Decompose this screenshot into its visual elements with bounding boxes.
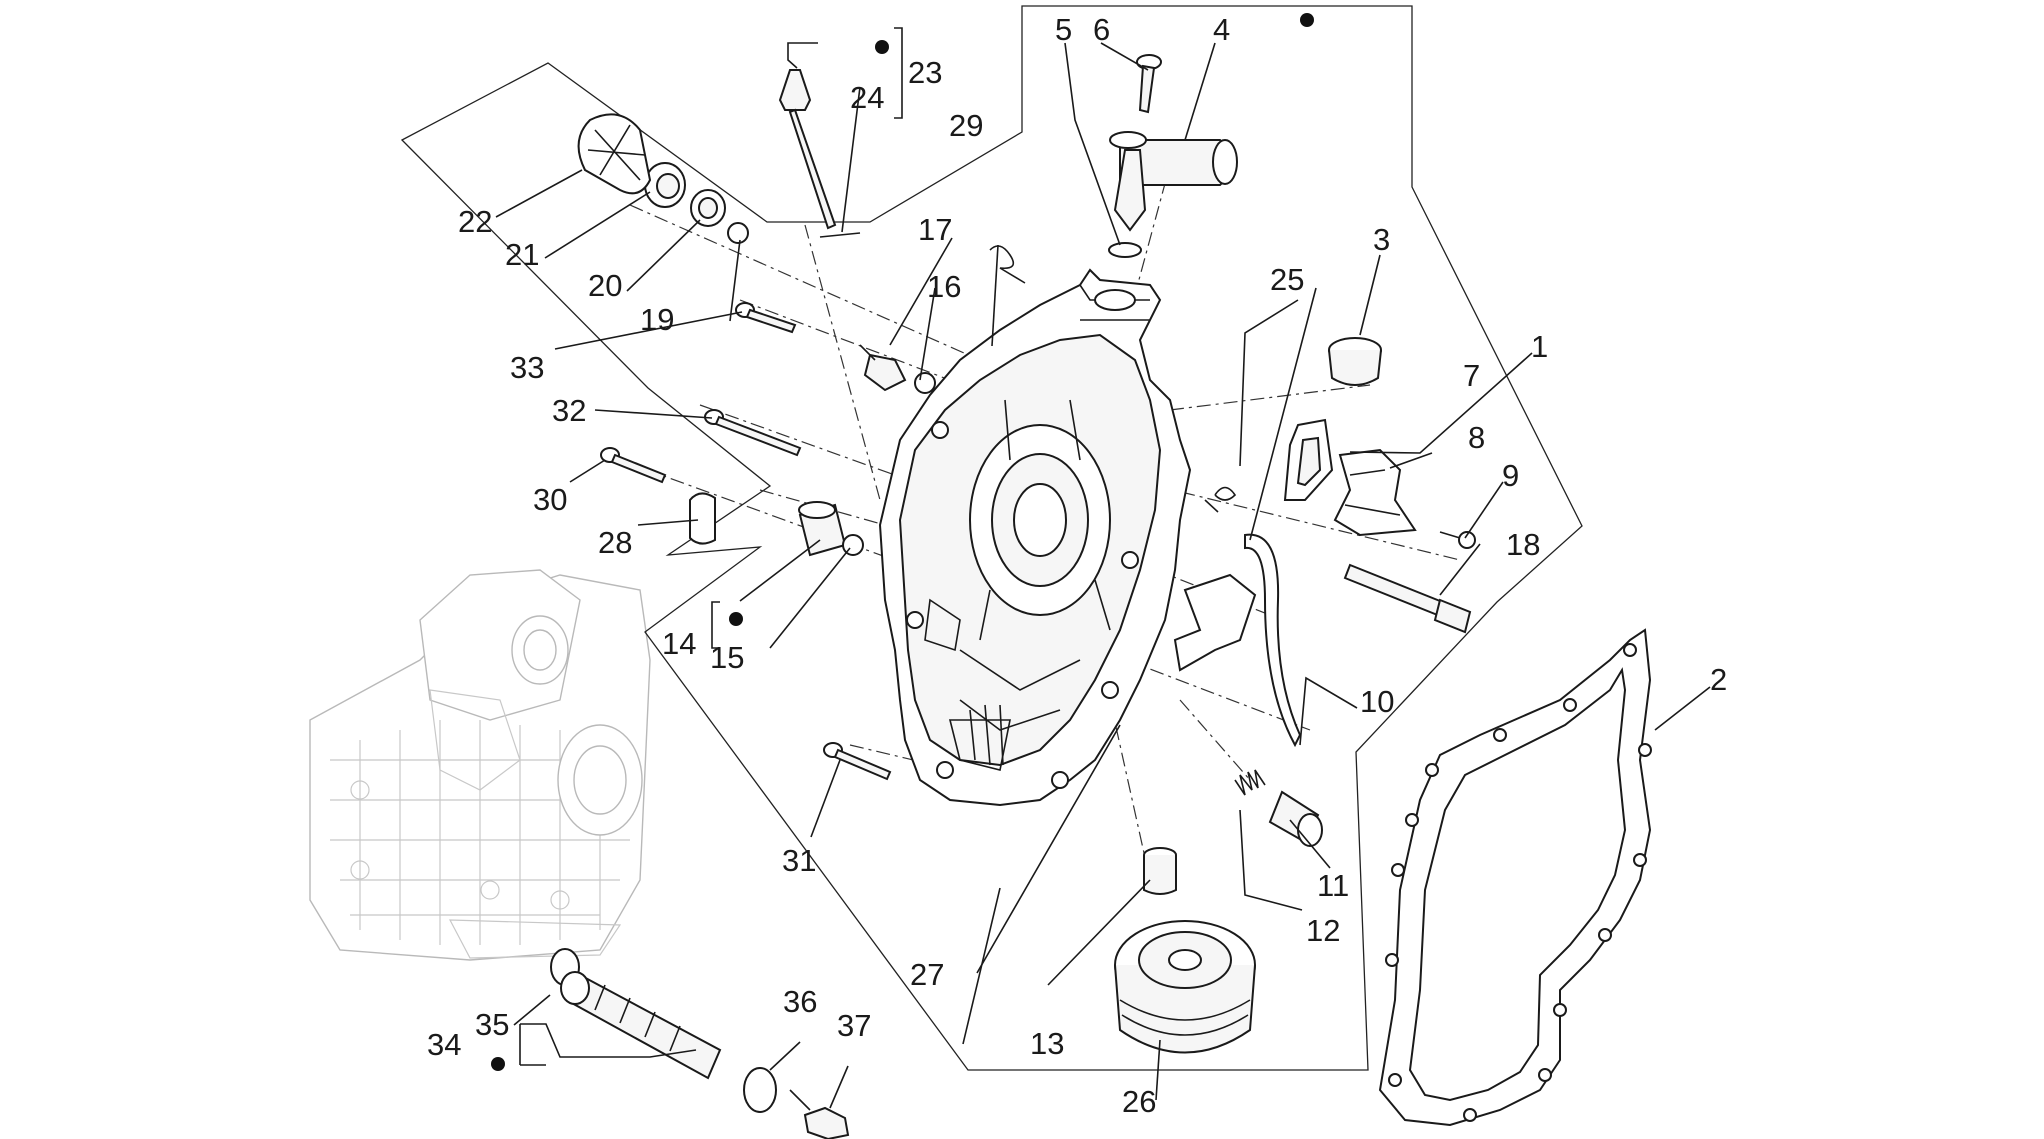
bolt-30 [600, 447, 667, 484]
marker-dots [491, 13, 1314, 1071]
callout-15: 15 [710, 640, 744, 675]
oil-filter-26 [1114, 920, 1256, 1054]
strainer-34 [560, 971, 722, 1080]
callout-16: 16 [927, 269, 961, 304]
callout-33: 33 [510, 350, 544, 385]
clip-29 [989, 245, 1026, 284]
callout-31: 31 [782, 843, 816, 878]
shaft-18 [1343, 563, 1472, 634]
callout-37: 37 [837, 1008, 871, 1043]
gasket [1378, 628, 1652, 1127]
crankcase-cover [878, 268, 1192, 807]
plug-part [1328, 337, 1382, 386]
callout-8: 8 [1468, 420, 1485, 455]
sleeve-11 [1268, 790, 1323, 847]
bolt-33 [735, 302, 797, 334]
sensor-part [1109, 131, 1238, 232]
bushing-13 [1143, 847, 1177, 895]
seal-21 [644, 162, 686, 208]
pipe-10 [1244, 533, 1302, 748]
callout-26: 26 [1122, 1084, 1156, 1119]
bearing-20 [690, 189, 726, 227]
callout-6: 6 [1093, 12, 1110, 47]
bolt-31 [823, 742, 892, 781]
callout-14: 14 [662, 626, 696, 661]
callout-18: 18 [1506, 527, 1540, 562]
callout-25: 25 [1270, 262, 1304, 297]
screw-6 [1136, 54, 1162, 114]
washer-16 [914, 372, 936, 394]
callout-2: 2 [1710, 662, 1727, 697]
callout-34: 34 [427, 1027, 461, 1062]
bushing-14 [798, 501, 847, 557]
leader-lines [495, 27, 1711, 1109]
callout-28: 28 [598, 525, 632, 560]
bracket-8 [1333, 448, 1417, 537]
assembly-group-outline [400, 5, 1583, 1071]
callout-5: 5 [1055, 12, 1072, 47]
spring-12 [1234, 769, 1266, 796]
callout-19: 19 [640, 302, 674, 337]
callout-27: 27 [910, 957, 944, 992]
callout-1: 1 [1531, 329, 1548, 364]
callout-29: 29 [949, 108, 983, 143]
clip-25 [1204, 486, 1237, 513]
valve-17 [859, 344, 907, 392]
washer-19 [727, 222, 749, 244]
callout-20: 20 [588, 268, 622, 303]
o-ring-36 [743, 1067, 777, 1113]
callout-36: 36 [783, 984, 817, 1019]
lever-27 [1173, 573, 1257, 672]
drain-plug-37 [789, 1089, 850, 1139]
callout-labels: 1 2 3 4 5 6 7 8 9 10 11 12 13 14 15 16 1… [427, 12, 1727, 1119]
callout-23: 23 [908, 55, 942, 90]
callout-13: 13 [1030, 1026, 1064, 1061]
callout-10: 10 [1360, 684, 1394, 719]
callout-30: 30 [533, 482, 567, 517]
clamp-28 [689, 492, 716, 545]
callout-11: 11 [1317, 868, 1349, 903]
bolt-32 [704, 409, 802, 457]
callout-7: 7 [1463, 358, 1480, 393]
o-ring-5 [1108, 242, 1142, 258]
dipstick-23 [778, 69, 837, 230]
callout-35: 35 [475, 1007, 509, 1042]
callout-3: 3 [1373, 222, 1390, 257]
impeller-22 [577, 113, 652, 195]
callout-24: 24 [850, 80, 884, 115]
engine-block-ghost [309, 569, 651, 961]
callout-22: 22 [458, 204, 492, 239]
callout-4: 4 [1213, 12, 1230, 47]
callout-9: 9 [1502, 458, 1519, 493]
callout-21: 21 [505, 237, 539, 272]
callout-32: 32 [552, 393, 586, 428]
callout-17: 17 [918, 212, 952, 247]
screw-9 [1439, 531, 1476, 549]
seal-7 [1283, 418, 1334, 501]
callout-12: 12 [1306, 913, 1340, 948]
